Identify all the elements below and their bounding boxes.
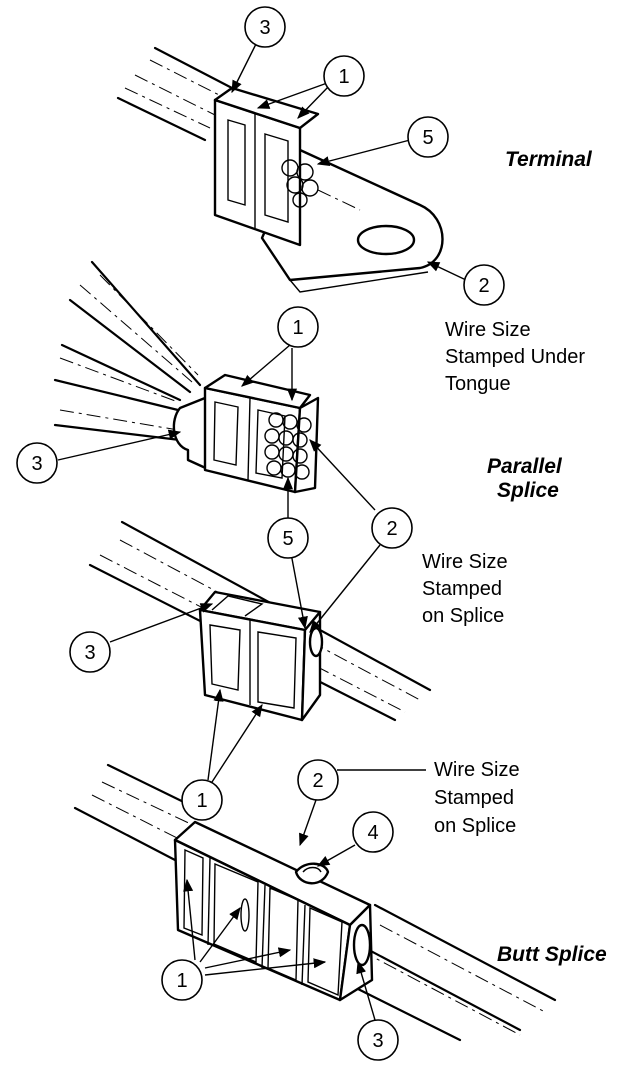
splice-illustration <box>88 520 432 722</box>
svg-text:5: 5 <box>422 127 433 149</box>
svg-text:3: 3 <box>31 453 42 475</box>
callout-terminal-3: 3 <box>244 6 286 48</box>
terminal-note-line1: Wire Size <box>445 319 531 341</box>
callout-splice-3: 3 <box>69 631 111 673</box>
terminal-note-line3: Tongue <box>445 373 511 395</box>
butt-note-line3: on Splice <box>434 815 517 837</box>
svg-text:5: 5 <box>282 528 293 550</box>
callout-parallel-5: 5 <box>267 517 309 559</box>
svg-text:3: 3 <box>84 642 95 664</box>
parallel-note-line2: Stamped <box>422 578 503 600</box>
butt-note-line1: Wire Size <box>434 759 520 781</box>
svg-text:4: 4 <box>367 822 378 844</box>
parallel-splice-title-line2: Splice <box>497 479 559 502</box>
callout-parallel-1: 1 <box>277 306 319 348</box>
parallel-note-line3: on Splice <box>422 605 505 627</box>
callout-butt-4: 4 <box>352 811 394 853</box>
svg-text:1: 1 <box>338 66 349 88</box>
butt-note-line2: Stamped <box>434 787 515 809</box>
leader-lines <box>57 39 467 1021</box>
terminal-title: Terminal <box>505 148 592 171</box>
callout-terminal-5: 5 <box>407 116 449 158</box>
svg-text:1: 1 <box>176 970 187 992</box>
terminal-illustration <box>116 46 444 293</box>
svg-text:2: 2 <box>386 518 397 540</box>
svg-text:3: 3 <box>372 1030 383 1052</box>
svg-text:2: 2 <box>478 275 489 297</box>
svg-text:2: 2 <box>312 770 323 792</box>
parallel-splice-illustration <box>53 260 320 494</box>
callout-splice-1: 1 <box>181 779 223 821</box>
callout-butt-2: 2 <box>297 759 339 801</box>
parallel-splice-title-line1: Parallel <box>487 455 562 478</box>
svg-text:3: 3 <box>259 17 270 39</box>
callout-terminal-2: 2 <box>463 264 505 306</box>
parallel-note-line1: Wire Size <box>422 551 508 573</box>
svg-text:1: 1 <box>292 317 303 339</box>
callout-parallel-3: 3 <box>16 442 58 484</box>
butt-splice-illustration <box>73 763 557 1042</box>
callout-terminal-1: 1 <box>323 55 365 97</box>
callout-parallel-2: 2 <box>371 507 413 549</box>
butt-splice-title: Butt Splice <box>497 943 607 966</box>
callout-butt-3: 3 <box>357 1019 399 1061</box>
svg-text:1: 1 <box>196 790 207 812</box>
parallel-strands <box>264 412 312 480</box>
callout-butt-1: 1 <box>161 959 203 1001</box>
terminal-note-line2: Stamped Under <box>445 346 586 368</box>
